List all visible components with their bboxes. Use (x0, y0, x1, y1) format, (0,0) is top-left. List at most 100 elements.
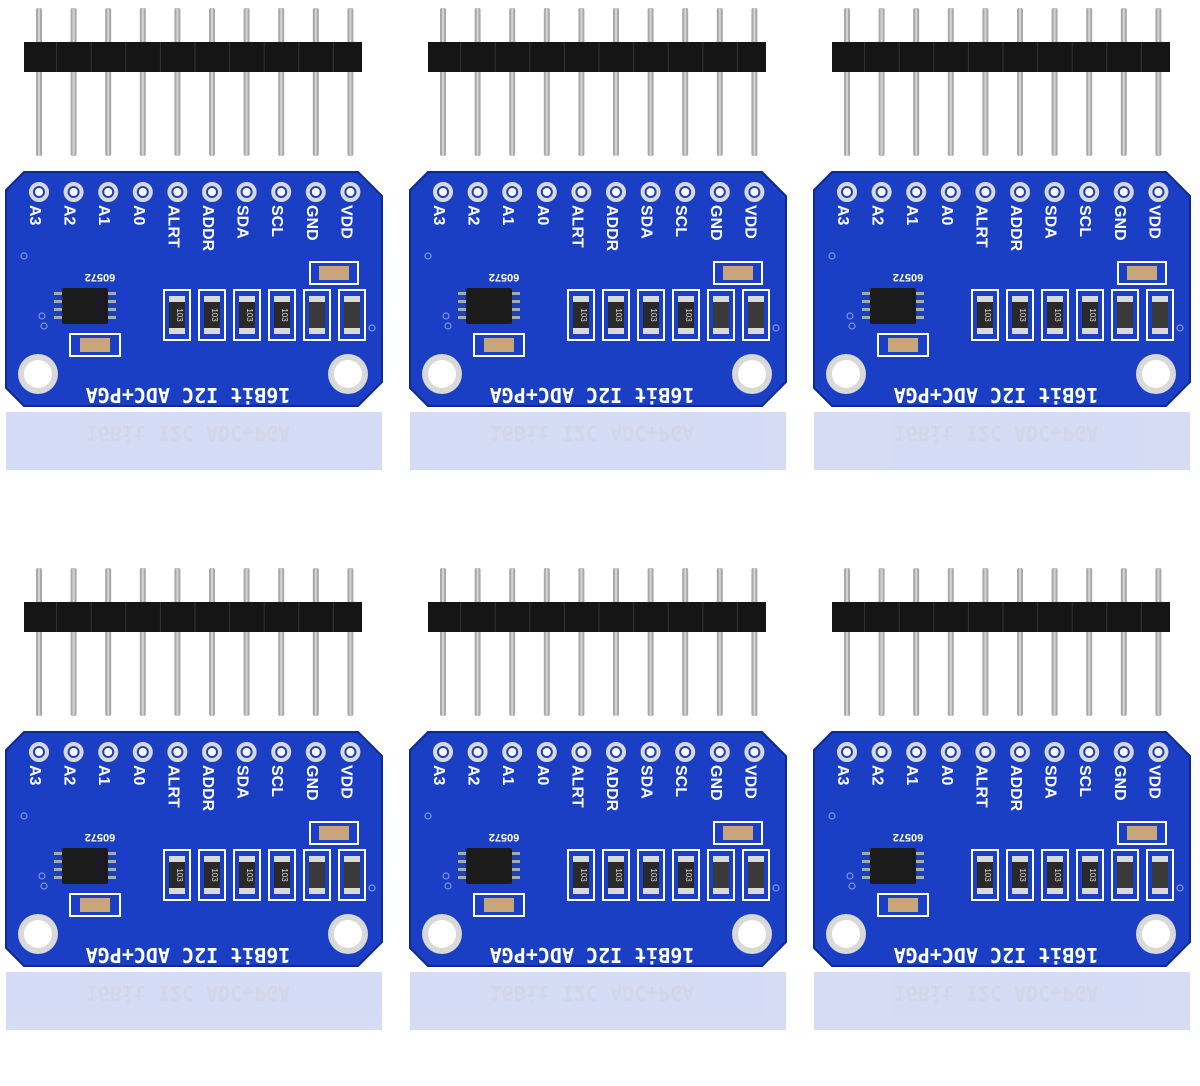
pin-hole (606, 742, 626, 762)
board-reflection: 16Bit I2C ADC+PGA (814, 412, 1190, 470)
pin-label: VDD (741, 205, 758, 239)
resistor-outline (198, 849, 226, 901)
pin-label: A0 (130, 765, 147, 786)
resistor-code: 103 (245, 868, 254, 882)
resistor (748, 856, 764, 894)
pin-label: A2 (61, 765, 78, 786)
resistor-code: 103 (684, 868, 693, 882)
resistor-outline (637, 849, 665, 901)
adc-chip (62, 848, 108, 884)
pin-hole (975, 182, 996, 202)
resistor (608, 296, 624, 334)
resistor (274, 296, 290, 334)
resistor-outline (163, 289, 191, 341)
adc-chip (466, 848, 512, 884)
pin-hole (467, 182, 488, 202)
resistor (977, 296, 993, 334)
pin-label: SCL (672, 205, 689, 237)
resistor (169, 296, 185, 334)
pin-label: VDD (1145, 765, 1162, 799)
pin-label: GND (1111, 205, 1128, 241)
pin-hole (1010, 182, 1030, 202)
via (20, 812, 28, 820)
pin-hole (1148, 182, 1169, 202)
pin-label: SCL (1076, 205, 1093, 237)
resistor (678, 296, 694, 334)
reflection-caption: 16Bit I2C ADC+PGA (490, 421, 695, 445)
pin-label: A1 (95, 765, 112, 786)
pin-hole (536, 742, 557, 762)
resistor (1082, 856, 1098, 894)
resistor-outline (1076, 289, 1104, 341)
resistor-code: 103 (1053, 868, 1062, 882)
resistor (204, 856, 220, 894)
board-caption: 16Bit I2C ADC+PGA (894, 943, 1099, 967)
capacitor-outline (309, 261, 359, 285)
capacitor (484, 898, 514, 912)
capacitor-outline (1117, 261, 1167, 285)
resistor-outline (742, 849, 770, 901)
capacitor-outline (713, 821, 763, 845)
capacitor-outline (1117, 821, 1167, 845)
pin-label: VDD (741, 765, 758, 799)
pin-label: A3 (430, 765, 447, 786)
pin-hole (675, 742, 696, 762)
resistor-code: 103 (649, 868, 658, 882)
via (848, 322, 856, 330)
resistor-outline (1146, 289, 1174, 341)
pin-label: SCL (268, 205, 285, 237)
resistor-code: 103 (1088, 308, 1097, 322)
resistor-outline (672, 289, 700, 341)
resistor (1152, 856, 1168, 894)
resistor-code: 103 (983, 868, 992, 882)
pin-hole (1044, 182, 1065, 202)
header-plastic (428, 602, 766, 632)
pin-label: A3 (26, 205, 43, 226)
pin-header (832, 568, 1170, 716)
pin-label: A3 (834, 205, 851, 226)
resistor (309, 856, 325, 894)
capacitor (888, 338, 918, 352)
pin-label: A3 (26, 765, 43, 786)
resistor-code: 103 (210, 868, 219, 882)
board-caption: 16Bit I2C ADC+PGA (86, 943, 291, 967)
resistor (1047, 856, 1063, 894)
pin-label: ADDR (199, 765, 216, 812)
pin-label: VDD (1145, 205, 1162, 239)
pin-label: A0 (938, 205, 955, 226)
board-reflection: 16Bit I2C ADC+PGA (6, 412, 382, 470)
pin-hole (467, 742, 488, 762)
pin-hole (1113, 182, 1134, 202)
resistor-code: 103 (1088, 868, 1097, 882)
pin-label: A2 (61, 205, 78, 226)
chip-marking: 60572 (489, 271, 520, 283)
pin-hole (305, 742, 326, 762)
capacitor-outline (473, 333, 525, 357)
pin-hole (98, 182, 119, 202)
pin-hole (305, 182, 326, 202)
via (38, 872, 46, 880)
pin-hole (132, 742, 153, 762)
pin-hole (132, 182, 153, 202)
pin-hole (906, 182, 927, 202)
capacitor (80, 338, 110, 352)
pin-label: A2 (465, 765, 482, 786)
pin-hole (502, 742, 523, 762)
pin-label: GND (303, 765, 320, 801)
board-reflection: 16Bit I2C ADC+PGA (410, 412, 786, 470)
resistor (1117, 856, 1133, 894)
pin-hole (340, 182, 361, 202)
resistor-outline (971, 849, 999, 901)
resistor-code: 103 (579, 308, 588, 322)
via (444, 882, 452, 890)
pin-hole (167, 742, 188, 762)
capacitor (888, 898, 918, 912)
pin-label: GND (303, 205, 320, 241)
resistor (344, 296, 360, 334)
pin-label: A1 (499, 205, 516, 226)
pin-label: A0 (938, 765, 955, 786)
resistor-outline (971, 289, 999, 341)
